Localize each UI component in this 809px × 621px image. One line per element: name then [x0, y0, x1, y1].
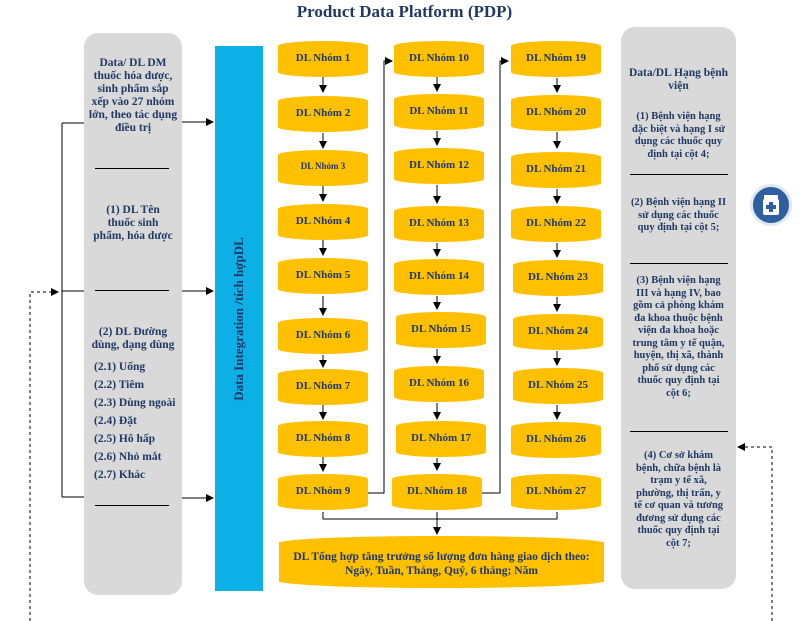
group-label: DL Nhóm 7: [295, 380, 351, 392]
group-cylinder: DL Nhóm 7: [278, 369, 368, 405]
route-item: (2.3) Dùng ngoài: [94, 397, 176, 409]
medicine-jar-icon: [750, 184, 792, 226]
hospital-class-3: (3) Bệnh viện hạng III và hạng IV, bao g…: [632, 275, 725, 399]
group-label: DL Nhóm 25: [528, 379, 588, 391]
group-label: DL Nhóm 10: [409, 52, 469, 64]
route-item: (2.7) Khác: [94, 469, 146, 481]
group-label: DL Nhóm 2: [295, 107, 351, 119]
group-cylinder: DL Nhóm 26: [511, 422, 601, 458]
group-cylinder: DL Nhóm 10: [394, 41, 484, 77]
right-panel-title: Data/DL Hạng bệnh viện: [628, 67, 729, 92]
group-label: DL Nhóm 20: [526, 106, 586, 118]
group-label: DL Nhóm 17: [411, 432, 471, 444]
group-cylinder: DL Nhóm 20: [511, 95, 601, 131]
right-divider-1: [630, 174, 728, 175]
left-section-drug-catalog: Data/ DL DM thuốc hóa dược, sinh phẩm sắ…: [88, 57, 178, 134]
right-divider-3: [630, 431, 728, 432]
group-cylinder: DL Nhóm 21: [511, 152, 601, 188]
group-cylinder: DL Nhóm 16: [394, 366, 484, 402]
group-cylinder: DL Nhóm 19: [511, 41, 601, 77]
summary-cylinder: DL Tổng hợp tăng trưởng số lượng đơn hàn…: [279, 536, 604, 588]
left-divider-2: [95, 290, 169, 291]
group-cylinder: DL Nhóm 2: [278, 96, 368, 132]
left-section-route: (2) DL Đường dùng, dạng dùng: [91, 326, 175, 351]
group-label: DL Nhóm 6: [295, 329, 351, 341]
group-label: DL Nhóm 15: [411, 323, 471, 335]
right-panel: [621, 27, 736, 589]
group-cylinder: DL Nhóm 13: [394, 206, 484, 242]
group-label: DL Nhóm 12: [409, 159, 469, 171]
group-cylinder: DL Nhóm 3: [278, 150, 368, 186]
route-item: (2.2) Tiêm: [94, 379, 145, 391]
hospital-class-2: (2) Bệnh viện hạng II sử dụng các thuốc …: [630, 197, 727, 233]
left-section-drug-name: (1) DL Tên thuốc sinh phẩm, hóa dược: [93, 204, 173, 242]
group-label: DL Nhóm 14: [409, 270, 469, 282]
group-label: DL Nhóm 27: [526, 485, 586, 497]
group-cylinder: DL Nhóm 8: [278, 421, 368, 457]
group-cylinder: DL Nhóm 9: [278, 474, 368, 510]
group-label: DL Nhóm 3: [300, 161, 346, 171]
group-cylinder: DL Nhóm 11: [394, 94, 484, 130]
group-cylinder: DL Nhóm 14: [394, 259, 484, 295]
group-label: DL Nhóm 26: [526, 433, 586, 445]
left-panel: [84, 33, 182, 595]
group-cylinder: DL Nhóm 12: [394, 148, 484, 184]
right-divider-2: [630, 263, 728, 264]
group-label: DL Nhóm 8: [295, 432, 351, 444]
data-integration-band: Data Integration /tích hợpDL: [215, 46, 263, 591]
hospital-class-1: (1) Bệnh viện hạng đặc biệt và hạng I sử…: [632, 111, 725, 160]
left-divider-3: [95, 505, 169, 506]
group-cylinder: DL Nhóm 27: [511, 474, 601, 510]
group-cylinder: DL Nhóm 22: [511, 206, 601, 242]
group-label: DL Nhóm 23: [528, 271, 588, 283]
group-label: DL Nhóm 18: [407, 485, 467, 497]
group-cylinder: DL Nhóm 18: [392, 474, 482, 510]
group-label: DL Nhóm 22: [526, 217, 586, 229]
group-cylinder: DL Nhóm 17: [396, 421, 486, 457]
group-label: DL Nhóm 11: [409, 105, 469, 117]
group-cylinder: DL Nhóm 15: [396, 312, 486, 348]
route-list: (2.1) Uống (2.2) Tiêm (2.3) Dùng ngoài (…: [94, 358, 175, 484]
group-label: DL Nhóm 19: [526, 52, 586, 64]
group-cylinder: DL Nhóm 24: [513, 314, 603, 350]
group-cylinder: DL Nhóm 5: [278, 258, 368, 294]
summary-label: DL Tổng hợp tăng trưởng số lượng đơn hàn…: [293, 551, 590, 577]
group-label: DL Nhóm 9: [295, 485, 351, 497]
left-divider-1: [95, 168, 169, 169]
group-cylinder: DL Nhóm 4: [278, 204, 368, 240]
group-label: DL Nhóm 1: [295, 52, 351, 64]
group-label: DL Nhóm 24: [528, 325, 588, 337]
route-item: (2.6) Nhỏ mắt: [94, 451, 162, 463]
diagram-title: Product Data Platform (PDP): [296, 2, 513, 21]
group-label: DL Nhóm 21: [526, 163, 586, 175]
hospital-class-4: (4) Cơ sở khám bệnh, chữa bệnh là trạm y…: [633, 450, 724, 549]
route-item: (2.5) Hô hấp: [94, 433, 156, 445]
group-cylinder: DL Nhóm 25: [513, 368, 603, 404]
group-cylinder: DL Nhóm 1: [278, 41, 368, 77]
group-label: DL Nhóm 4: [295, 215, 351, 227]
route-item: (2.1) Uống: [94, 361, 146, 373]
group-label: DL Nhóm 16: [409, 377, 469, 389]
route-item: (2.4) Đặt: [94, 415, 137, 427]
group-cylinder: DL Nhóm 23: [513, 260, 603, 296]
group-label: DL Nhóm 13: [409, 217, 469, 229]
group-cylinder: DL Nhóm 6: [278, 318, 368, 354]
group-label: DL Nhóm 5: [295, 269, 351, 281]
